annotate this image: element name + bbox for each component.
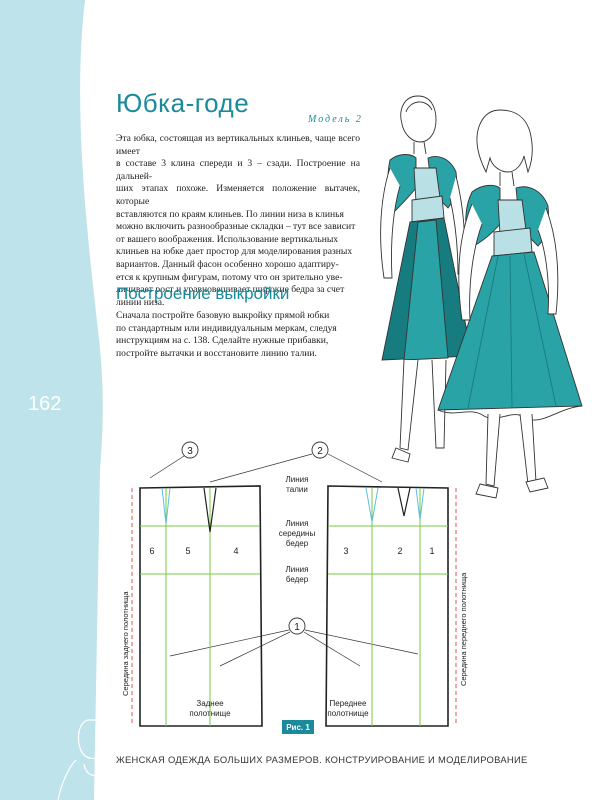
intro-line: в составе 3 клина спереди и 3 – сзади. П… — [116, 158, 360, 182]
section-title: Построение выкройки — [116, 284, 290, 303]
callout-3-label: 3 — [187, 446, 193, 457]
intro-line: можно включить разнообразные складки – т… — [116, 221, 356, 233]
fashion-illustration — [380, 95, 583, 499]
intro-paragraph: Эта юбка, состоящая из вертикальных клин… — [116, 133, 360, 309]
midhip-label-1: Линия — [286, 519, 309, 528]
intro-line: линии низа. — [116, 296, 165, 308]
page-footer: ЖЕНСКАЯ ОДЕЖДА БОЛЬШИХ РАЗМЕРОВ. КОНСТРУ… — [116, 754, 528, 765]
page-title: Юбка-годе — [116, 88, 250, 118]
callout-2-label: 2 — [317, 446, 323, 457]
waist-label-1: Линия — [286, 475, 309, 484]
intro-line: вариантов. Данный фасон особенно хорошо … — [116, 258, 339, 270]
hip-label-2: бедер — [286, 575, 309, 584]
sidebar-figure-illustration — [57, 719, 125, 800]
build-line: постройте вытачки и восстановите линию т… — [116, 347, 317, 359]
figure-label: Рис. 1 — [282, 720, 314, 734]
callout-3: 3 — [149, 441, 199, 479]
back-panel-4: 4 — [233, 546, 238, 556]
back-panel-6: 6 — [149, 546, 154, 556]
callout-1-label: 1 — [294, 622, 300, 633]
back-panel-pattern: 6 5 4 Заднее полотнище — [131, 485, 263, 727]
intro-line: ется к крупным фигурам, потому что он зр… — [116, 271, 343, 283]
front-piece-label-1: Переднее — [330, 699, 367, 708]
midhip-label-2: середины — [279, 529, 316, 538]
hip-label-1: Линия — [286, 565, 309, 574]
back-panel-5: 5 — [185, 546, 190, 556]
back-center-label: Середина заднего полотнища — [121, 591, 130, 696]
callout-2: 2 — [209, 441, 383, 483]
callout-1: 1 — [169, 617, 419, 667]
build-line: Сначала постройте базовую выкройку прямо… — [116, 310, 330, 321]
page-number: 162 — [28, 393, 62, 415]
back-piece-label-2: полотнище — [189, 709, 231, 718]
waist-label-2: талии — [286, 485, 308, 494]
intro-line: ших этапах похоже. Изменяется положение … — [116, 183, 360, 207]
center-line-labels: Линия талии Линия середины бедер Линия б… — [279, 475, 316, 584]
front-piece-label-2: полотнище — [327, 709, 369, 718]
intro-line: личивает рост и уравновешивает широкие б… — [116, 284, 345, 296]
intro-line: Эта юбка, состоящая из вертикальных клин… — [116, 133, 360, 157]
build-line: по стандартным или индивидуальным меркам… — [116, 322, 337, 334]
build-line: инструкциям на с. 138. Сделайте нужные п… — [116, 335, 329, 347]
front-panel-2: 2 — [397, 546, 402, 556]
intro-line: от вашего воображения. Использование вер… — [116, 233, 339, 245]
back-piece-label-1: Заднее — [196, 699, 224, 708]
model-label: Модель 2 — [308, 114, 363, 125]
front-panel-pattern: 3 2 1 Переднее полотнище — [325, 485, 457, 727]
figure-label-text: Рис. 1 — [286, 723, 310, 732]
front-panel-3: 3 — [343, 546, 348, 556]
front-panel-1: 1 — [429, 546, 434, 556]
front-center-label: Середина переднего полотнища — [459, 572, 468, 686]
intro-line: клиньев на юбке дает простор для моделир… — [116, 246, 353, 258]
midhip-label-3: бедер — [286, 539, 309, 548]
build-paragraph: Сначала постройте базовую выкройку прямо… — [116, 310, 348, 360]
pattern-diagram: 3 2 1 6 5 4 Заднее полотнище Середина за… — [121, 441, 468, 734]
figure-front-woman — [437, 109, 583, 499]
intro-line: вставляются по краям клиньев. По линии н… — [116, 208, 344, 220]
